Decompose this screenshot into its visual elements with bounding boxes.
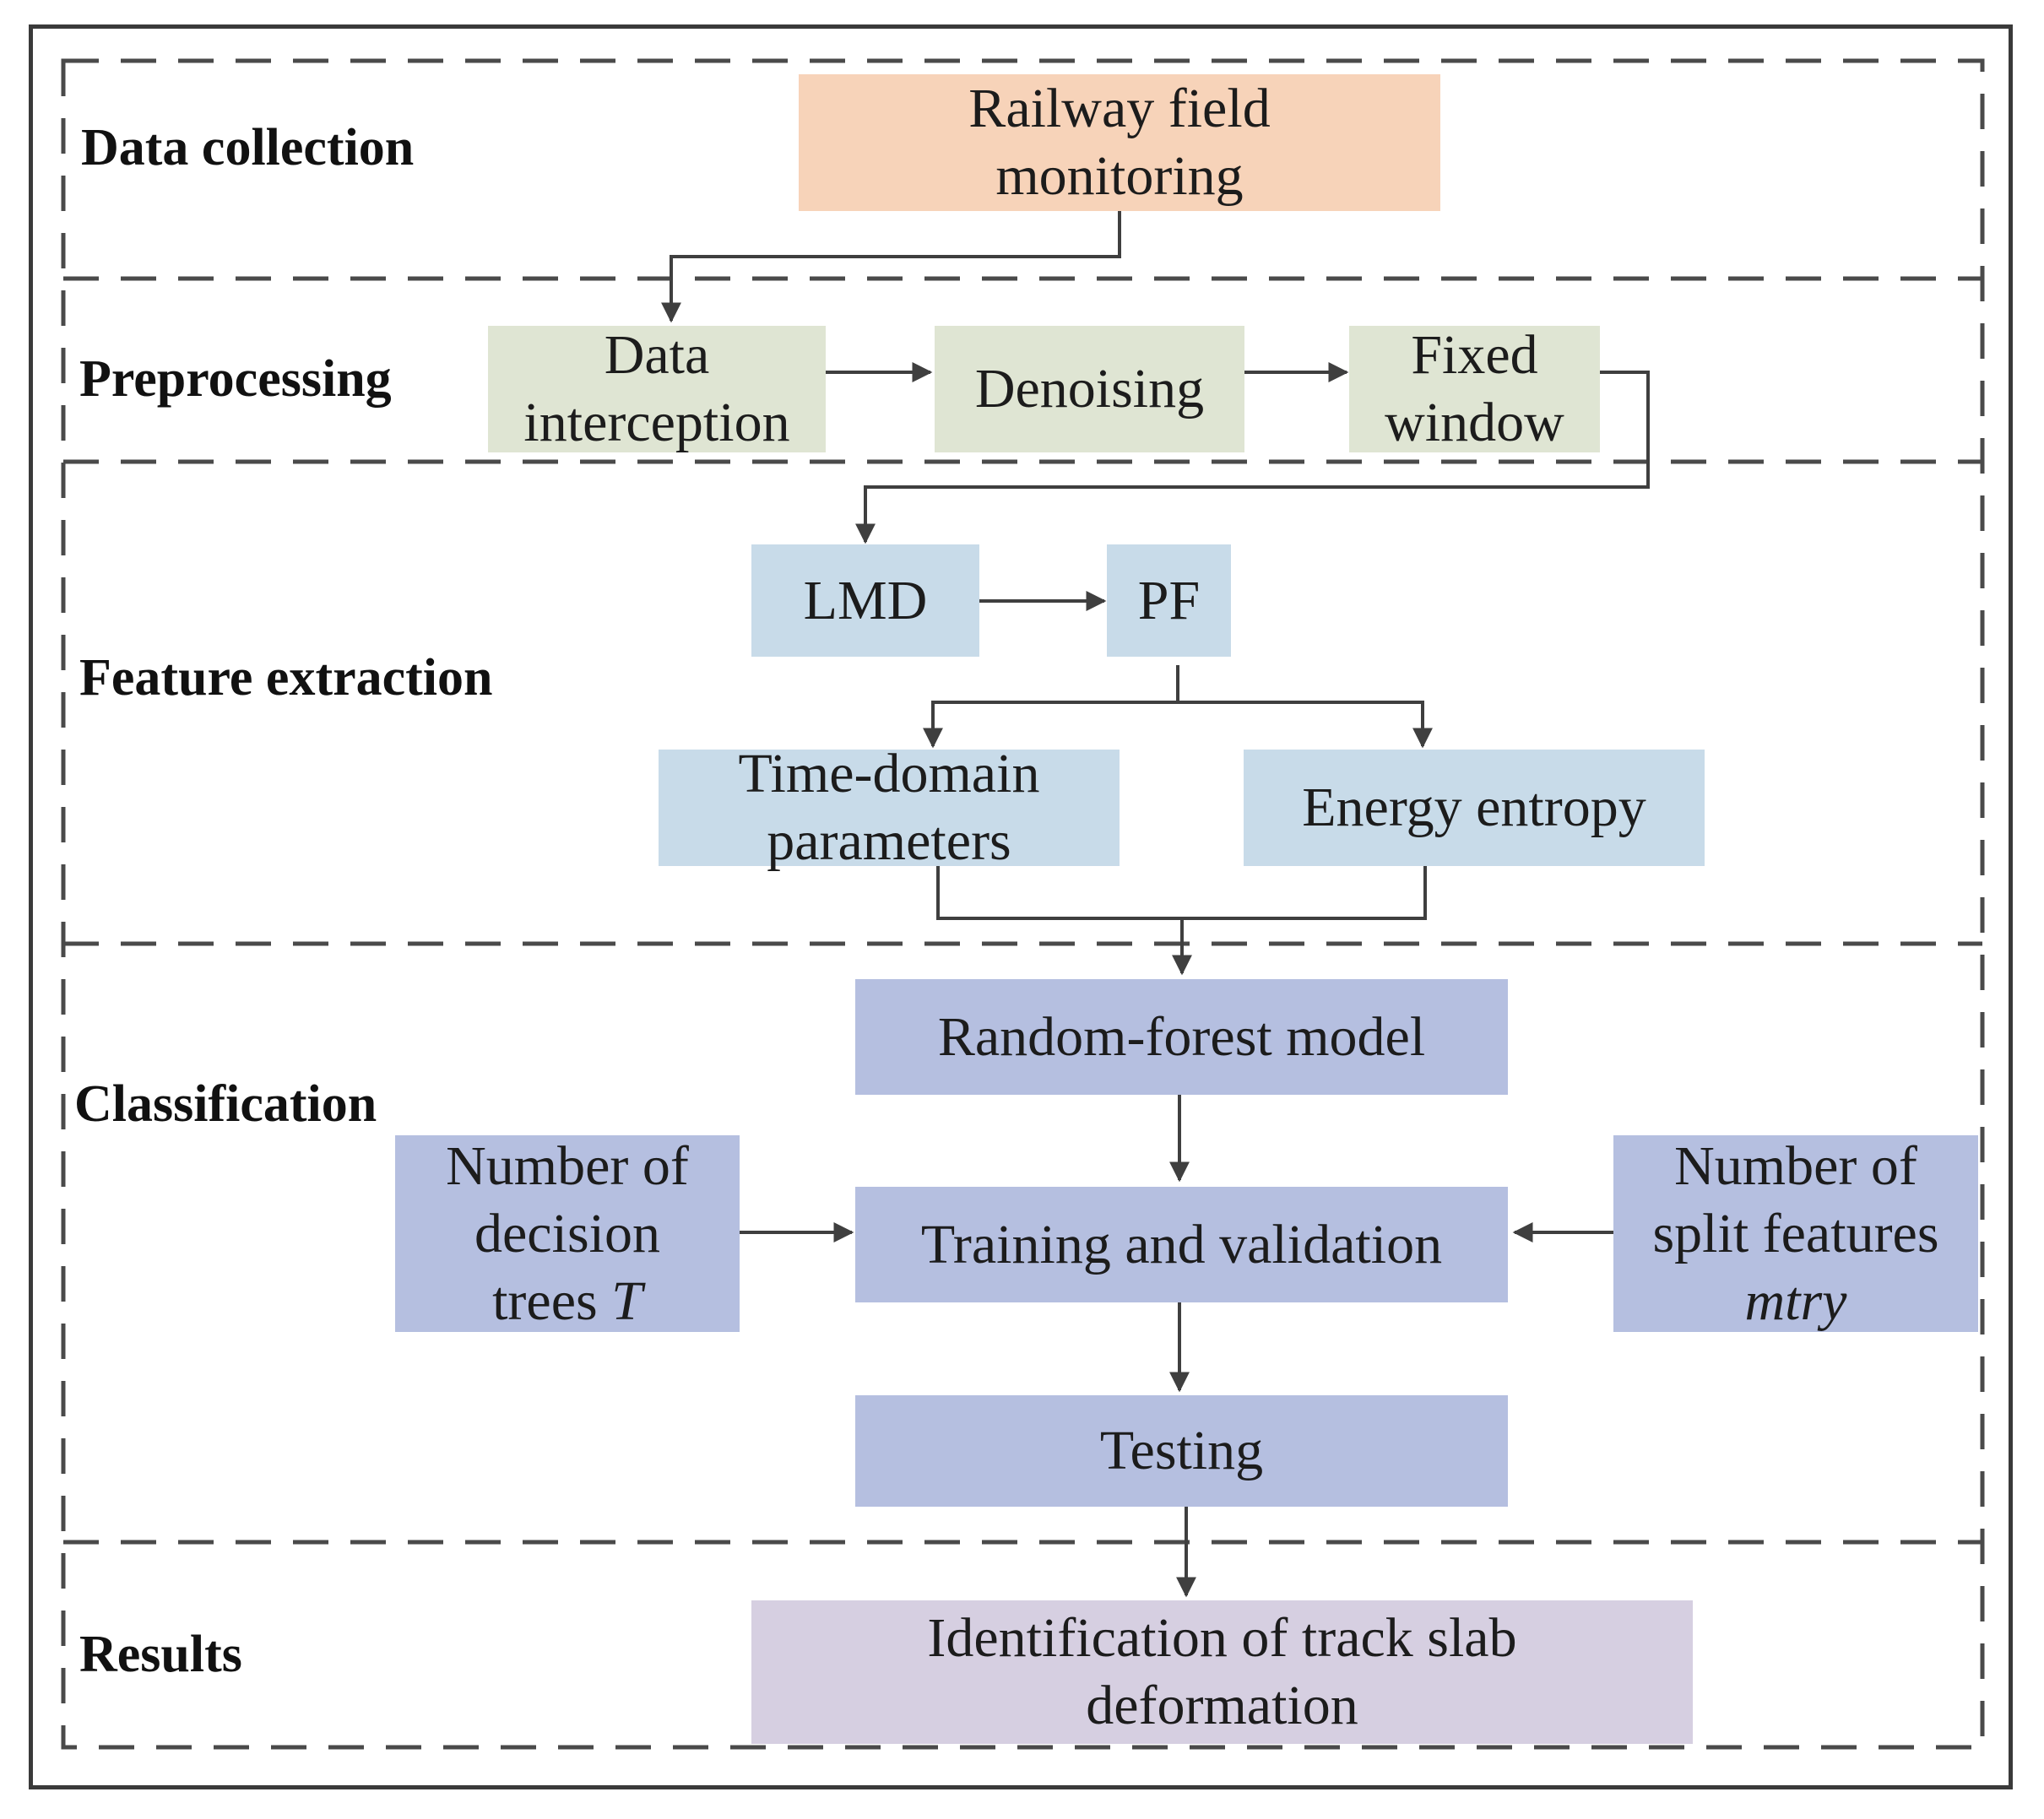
node-training-and-validation: Training and validation [855, 1187, 1508, 1302]
node-pf: PF [1107, 544, 1231, 657]
node-text-line: Time-domain [738, 743, 1040, 804]
node-text-line: decision [474, 1202, 660, 1264]
stage-label-classification: Classification [74, 1075, 377, 1133]
arrow-pf-to-energy [1178, 701, 1433, 749]
outer-frame [29, 24, 2013, 1789]
node-text-line: PF [1137, 569, 1201, 631]
node-text-line: monitoring [995, 145, 1244, 207]
node-text-line: Training and validation [920, 1213, 1443, 1275]
node-text-line: deformation [1086, 1675, 1358, 1736]
node-number-of-split-features: Number of split features mtry [1613, 1135, 1978, 1332]
stage-label-results: Results [79, 1626, 242, 1683]
node-testing: Testing [855, 1395, 1508, 1507]
stage-label-preprocessing: Preprocessing [79, 350, 392, 408]
node-denoising: Denoising [935, 326, 1244, 452]
node-text-line: interception [523, 392, 790, 453]
stage-label-data-collection: Data collection [81, 119, 415, 176]
node-text-line: Identification of track slab [927, 1607, 1517, 1669]
node-text-line: Random-forest model [937, 1005, 1426, 1068]
stage-label-feature-extraction: Feature extraction [79, 649, 493, 706]
arrow-pf-to-time-domain [923, 665, 1179, 749]
arrow-railway-to-interception [661, 211, 1121, 323]
node-random-forest-model: Random-forest model [855, 979, 1508, 1095]
node-text-line: Testing [1099, 1420, 1264, 1481]
node-text-line: Fixed [1411, 324, 1538, 386]
node-text-line: Data [604, 324, 710, 386]
node-text-line: Railway field [968, 78, 1271, 139]
symbol-t: T [611, 1270, 642, 1332]
node-text-line: trees T [446, 1268, 689, 1335]
node-text-line: Energy entropy [1302, 777, 1646, 838]
node-text-line: LMD [803, 569, 928, 631]
symbol-mtry: mtry [1744, 1270, 1847, 1332]
node-text-line: split features [1652, 1202, 1939, 1264]
arrow-window-to-lmd [855, 371, 1650, 544]
node-text-line: mtry [1652, 1268, 1938, 1335]
node-text-line: parameters [767, 810, 1011, 872]
node-number-of-decision-trees: Number of decision trees T [395, 1135, 740, 1332]
node-lmd: LMD [751, 544, 979, 657]
node-text-line: Number of [446, 1134, 689, 1197]
node-text-line: Denoising [974, 358, 1205, 420]
section-dividers [61, 58, 1985, 1750]
node-text-line: Number of [1674, 1134, 1917, 1197]
node-energy-entropy: Energy entropy [1244, 750, 1705, 866]
dashed-outer-border [61, 58, 1985, 1750]
node-text-line: window [1385, 392, 1564, 453]
node-text-fragment: trees [492, 1270, 612, 1332]
